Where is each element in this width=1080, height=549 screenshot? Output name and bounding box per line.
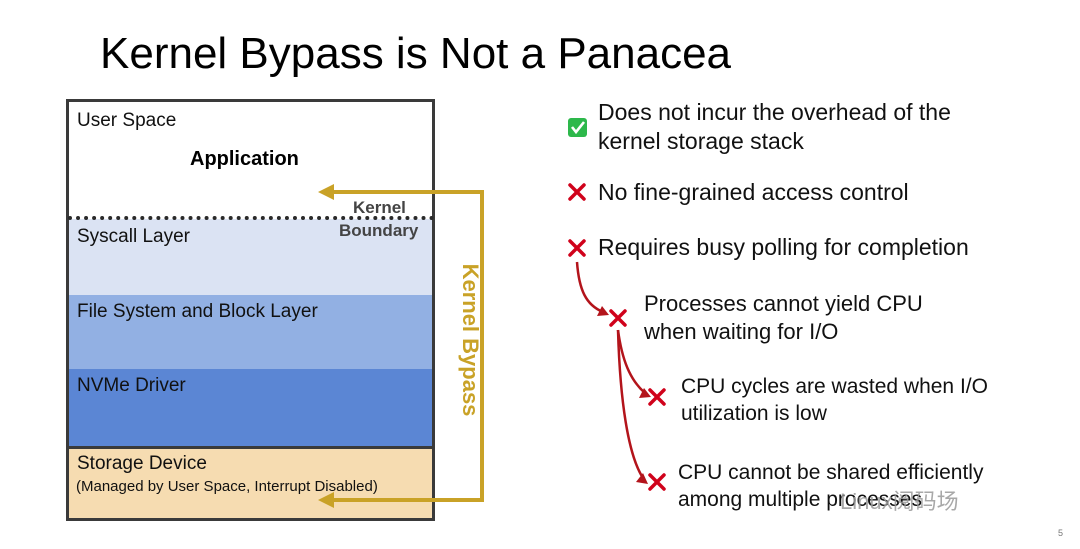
slide-title: Kernel Bypass is Not a Panacea <box>100 29 732 78</box>
user-space-label: User Space <box>77 110 177 131</box>
point-no-overhead: Does not incur the overhead of the kerne… <box>598 98 951 156</box>
storage-device-layer: Storage Device (Managed by User Space, I… <box>69 446 432 518</box>
point-busy-polling: Requires busy polling for completion <box>598 234 969 260</box>
cross-icon <box>648 388 666 406</box>
application-label: Application <box>190 148 299 170</box>
tree-connector-arrows <box>575 261 646 479</box>
point-cycles-wasted: CPU cycles are wasted when I/O utilizati… <box>681 373 988 427</box>
point-cycles-wasted-line2: utilization is low <box>681 402 827 425</box>
kernel-bypass-arrow <box>328 190 484 502</box>
point-cycles-wasted-line1: CPU cycles are wasted when I/O <box>681 375 988 398</box>
storage-device-note: (Managed by User Space, Interrupt Disabl… <box>76 478 378 495</box>
syscall-layer: Syscall Layer <box>69 219 432 295</box>
cross-icon <box>568 183 586 201</box>
bypass-arrowhead-top <box>318 184 334 200</box>
point-no-access-control: No fine-grained access control <box>598 179 909 205</box>
bypass-arrowhead-bottom <box>318 492 334 508</box>
nvme-driver-label: NVMe Driver <box>77 375 186 396</box>
user-space-layer: User Space <box>69 102 432 219</box>
point-cannot-share: CPU cannot be shared efficiently among m… <box>678 459 983 513</box>
point-no-overhead-line2: kernel storage stack <box>598 128 804 154</box>
cross-icon <box>648 473 666 491</box>
kernel-bypass-label: Kernel Bypass <box>458 263 483 417</box>
cross-icon <box>568 239 586 257</box>
tree-arrowhead-3 <box>636 473 648 484</box>
file-system-layer: File System and Block Layer <box>69 295 432 369</box>
point-cannot-share-line1: CPU cannot be shared efficiently <box>678 461 984 484</box>
watermark: Linux阅码场 <box>840 489 959 514</box>
point-cannot-share-line2: among multiple processes <box>678 488 922 511</box>
syscall-layer-label: Syscall Layer <box>77 226 190 247</box>
kernel-boundary-line <box>68 216 434 220</box>
kernel-boundary-label-top: Kernel <box>353 198 406 217</box>
page-number: 5 <box>1058 528 1064 538</box>
point-cannot-yield-line2: when waiting for I/O <box>644 319 839 344</box>
cross-icon <box>609 309 627 327</box>
storage-stack-diagram: User Space Syscall Layer File System and… <box>66 99 435 521</box>
check-icon <box>568 118 587 137</box>
point-no-overhead-line1: Does not incur the overhead of the <box>598 99 951 125</box>
point-cannot-yield-line1: Processes cannot yield CPU <box>644 291 923 316</box>
file-system-layer-label: File System and Block Layer <box>77 301 318 322</box>
tree-arrowhead-2 <box>639 388 651 398</box>
storage-device-label: Storage Device <box>77 453 207 474</box>
nvme-driver-layer: NVMe Driver <box>69 369 432 446</box>
point-cannot-yield: Processes cannot yield CPU when waiting … <box>644 290 923 346</box>
kernel-boundary-label-bottom: Boundary <box>339 221 419 240</box>
tree-arrowhead-1 <box>597 306 609 316</box>
